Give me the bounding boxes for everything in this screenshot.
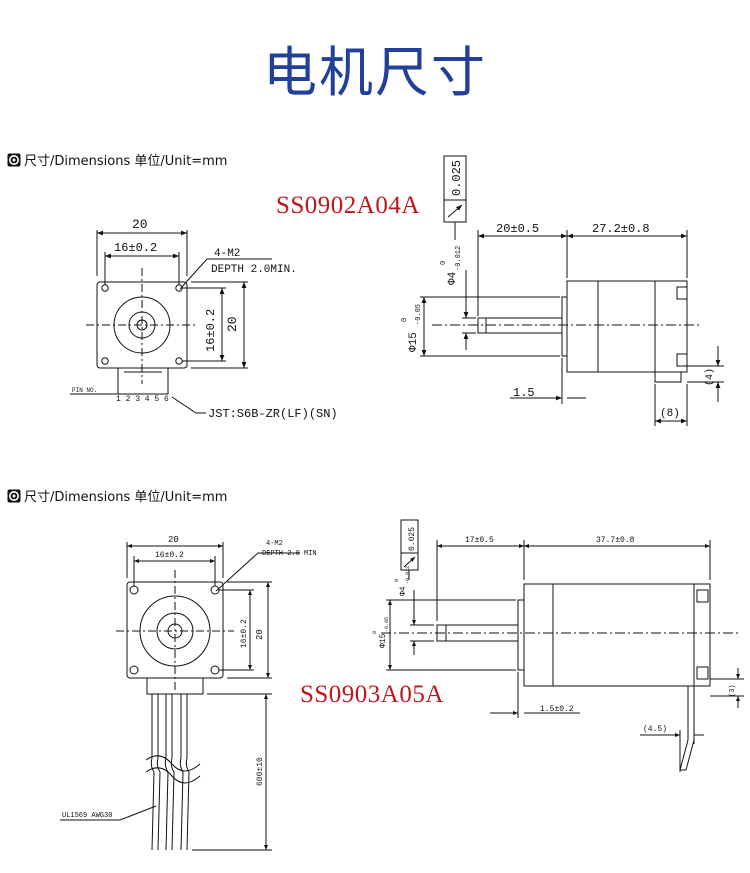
front-view-2	[60, 542, 300, 851]
d1-width: 20	[132, 217, 148, 232]
d1-body-len: 27.2±0.8	[592, 222, 650, 236]
d1-pilot-tol-dn: -0.05	[415, 304, 423, 325]
d2-shaft-tol-up: 0	[394, 579, 400, 582]
d2-hole-pitch: 16±0.2	[155, 551, 184, 560]
d1-depth: DEPTH 2.0MIN.	[211, 264, 297, 276]
d1-shaft-tol-up: 0	[440, 261, 448, 265]
d1-height: 20	[225, 316, 240, 332]
d1-side1: (4)	[704, 368, 716, 386]
d2-side2: (4.5)	[643, 725, 667, 734]
section-label-1: 尺寸/Dimensions 单位/Unit=mm	[24, 154, 228, 169]
d1-side2: (8)	[660, 408, 680, 420]
d1-shaft-dia: Φ4	[447, 271, 459, 285]
target-icon	[7, 489, 21, 502]
d2-wire: UL1569 AWG30	[62, 812, 112, 820]
d2-shaft-dia: Φ4	[399, 586, 408, 596]
d2-hole-pitch-v: 16±0.2	[240, 619, 249, 648]
d1-pilot-dia: Φ15	[408, 332, 420, 352]
d1-shaft-len: 20±0.5	[496, 222, 539, 236]
d2-body-len: 37.7±0.8	[596, 536, 635, 545]
model-name-1: SS0902A04A	[276, 192, 420, 219]
side-view-1	[420, 155, 724, 426]
d2-thread: 4-M2	[266, 540, 283, 548]
d2-pilot-len: 1.5±0.2	[540, 705, 574, 714]
front-view-1	[70, 230, 272, 414]
d2-pilot-dia: Φ15	[379, 633, 388, 648]
section-header-1: 尺寸/Dimensions 单位/Unit=mm	[7, 150, 227, 169]
d1-thread: 4-M2	[214, 248, 240, 260]
section-header-2: 尺寸/Dimensions 单位/Unit=mm	[7, 486, 227, 505]
d2-side1: (3)	[729, 684, 737, 697]
d2-depth: DEPTH 2.0 MIN	[262, 550, 317, 558]
d2-shaft-tol-dn: -0.012	[405, 566, 411, 584]
d2-width: 20	[168, 535, 179, 545]
section-label-2: 尺寸/Dimensions 单位/Unit=mm	[24, 490, 228, 505]
d2-pilot-tol-up: 0	[372, 631, 378, 634]
d1-pin-no: PIN NO.	[72, 387, 97, 394]
d2-pilot-tol-dn: -0.05	[384, 617, 390, 632]
d1-hole-pitch-v: 16±0.2	[204, 309, 218, 352]
d1-pins: 1 2 3 4 5 6	[116, 395, 169, 404]
d2-shaft-len: 17±0.5	[465, 536, 494, 545]
d2-lead-len: 600±10	[256, 757, 265, 786]
page-title: 电机尺寸	[263, 41, 487, 104]
d2-tolerance: 0.025	[408, 527, 417, 551]
d1-pilot-len: 1.5	[513, 386, 535, 400]
d1-shaft-tol-dn: -0.012	[455, 246, 463, 271]
d1-connector: JST:S6B-ZR(LF)(SN)	[208, 407, 338, 421]
d1-pilot-tol-up: 0	[401, 318, 409, 322]
side-view-2	[381, 519, 744, 772]
d2-height: 20	[255, 629, 265, 640]
target-icon	[7, 153, 21, 166]
d1-hole-pitch: 16±0.2	[114, 241, 157, 255]
d1-tolerance: 0.025	[450, 160, 464, 196]
model-name-2: SS0903A05A	[300, 681, 444, 708]
